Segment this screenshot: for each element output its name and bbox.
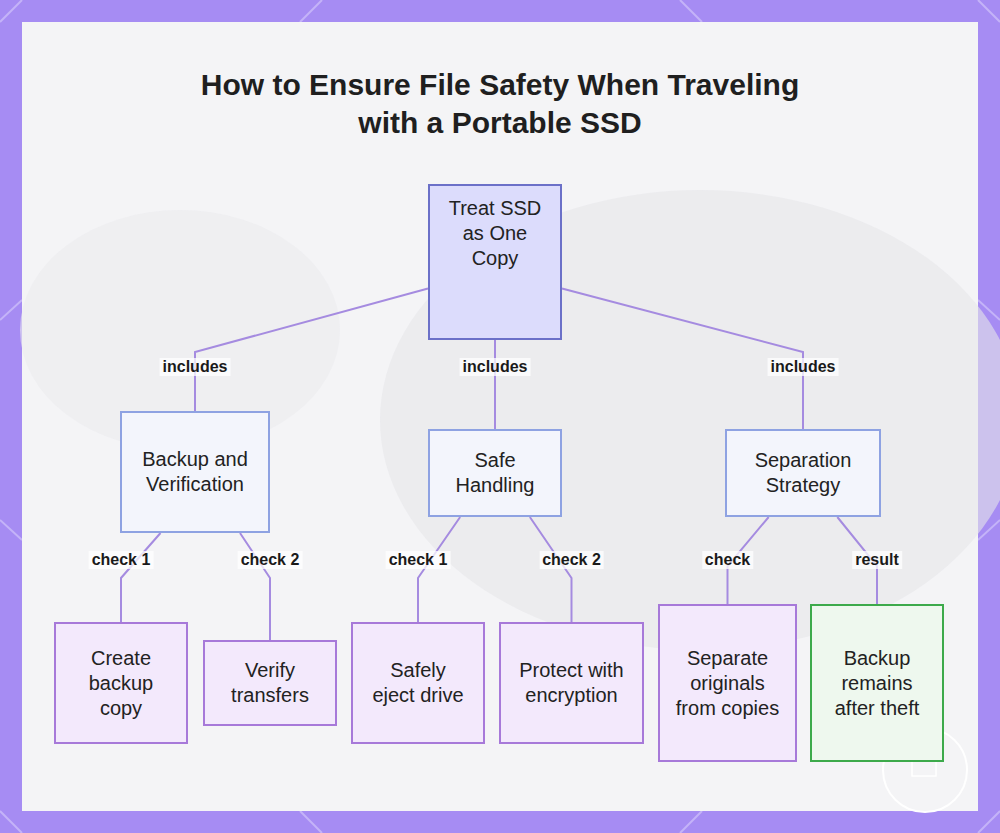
node-text: Verify transfers xyxy=(219,658,321,708)
process-box: Treat SSD as One Copy xyxy=(428,184,562,340)
connector-line xyxy=(530,517,572,622)
edge-label: check 2 xyxy=(238,551,303,569)
node-text: Safe Handling xyxy=(444,448,546,498)
edge-label: check 1 xyxy=(89,551,154,569)
connector-line xyxy=(418,517,460,622)
node-text: Separate originals from copies xyxy=(674,646,781,721)
node-text: Separation Strategy xyxy=(741,448,865,498)
diagram-title: How to Ensure File Safety When Traveling… xyxy=(190,66,810,142)
edge-label: includes xyxy=(160,358,231,376)
process-box: Backup and Verification xyxy=(120,411,270,533)
result-box: Backup remains after theft xyxy=(810,604,944,762)
process-box: Safe Handling xyxy=(428,429,562,517)
connector-line xyxy=(121,533,161,622)
edge-label: includes xyxy=(768,358,839,376)
node-text: Protect with encryption xyxy=(515,658,628,708)
edge-label: check xyxy=(702,551,753,569)
process-box: Separate originals from copies xyxy=(658,604,797,762)
edge-label: result xyxy=(852,551,902,569)
edge-label: includes xyxy=(460,358,531,376)
process-box: Create backup copy xyxy=(54,622,188,744)
node-text: Create backup copy xyxy=(70,646,172,721)
process-box: Protect with encryption xyxy=(499,622,644,744)
node-text: Treat SSD as One Copy xyxy=(444,196,546,271)
connector-line xyxy=(195,289,428,411)
edge-label: check 2 xyxy=(539,551,604,569)
process-box: Separation Strategy xyxy=(725,429,881,517)
node-text: Backup and Verification xyxy=(136,447,254,497)
logo-icon xyxy=(912,760,936,776)
process-box: Verify transfers xyxy=(203,640,337,726)
blurred-illustration xyxy=(380,190,1000,650)
edge-label: check 1 xyxy=(386,551,451,569)
connector-line xyxy=(494,340,496,429)
process-box: Safely eject drive xyxy=(351,622,485,744)
node-text: Safely eject drive xyxy=(367,658,469,708)
connector-line xyxy=(240,533,270,640)
node-text: Backup remains after theft xyxy=(826,646,928,721)
